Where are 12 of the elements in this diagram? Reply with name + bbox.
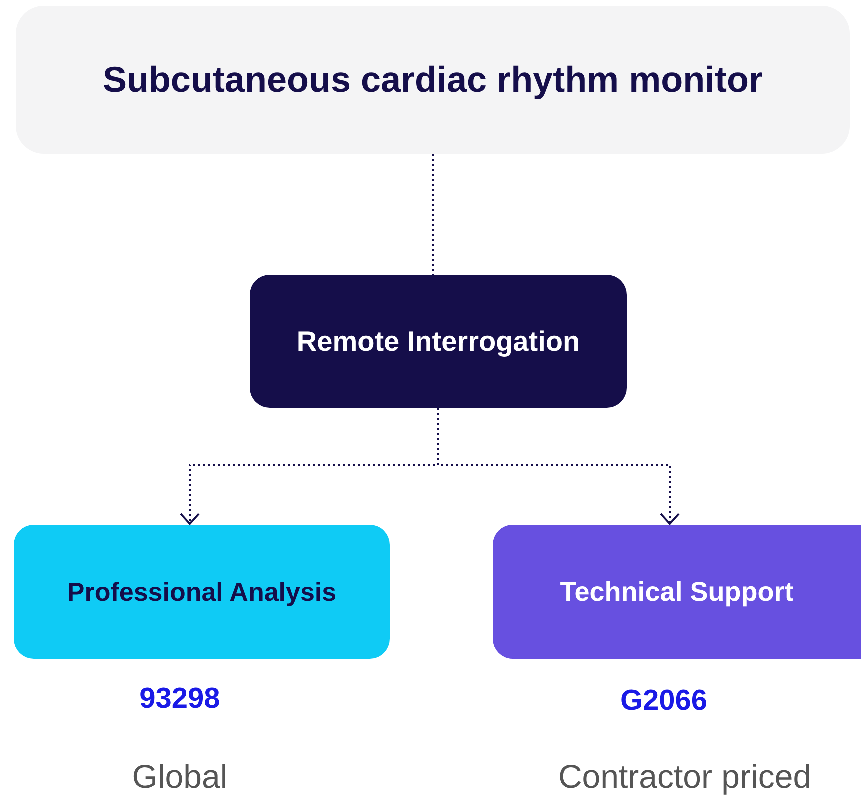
node-label: Subcutaneous cardiac rhythm monitor [102,58,764,102]
title-box [16,6,850,154]
process-box [250,275,627,408]
process-box [493,525,861,659]
code-label: G2066 [620,684,708,719]
note-text: Contractor priced [558,757,812,795]
note-text: Global [132,757,228,795]
node-label: Remote Interrogation [296,324,580,359]
node-label: Technical Support [560,576,794,609]
process-box [14,525,390,659]
code-label: 93298 [140,682,220,717]
node-label: Professional Analysis [67,576,337,608]
